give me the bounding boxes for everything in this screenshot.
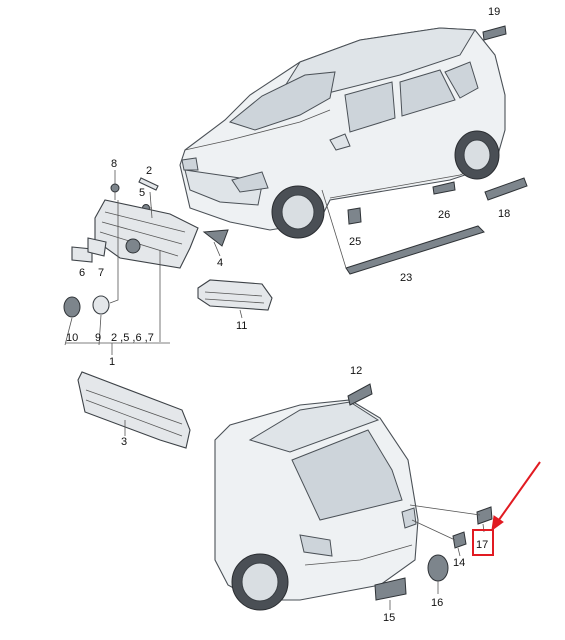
highlight-arrow [491,461,541,532]
part-17-lettering [476,506,493,525]
callout-26: 26 [438,209,450,221]
callout-7: 7 [98,267,104,279]
callout-17: 17 [476,539,488,551]
part-18-trim [484,177,528,201]
part-12-badge [347,383,373,406]
callout-18: 18 [498,208,510,220]
part-1-radiator-grille [94,199,199,269]
callout-9: 9 [95,332,101,344]
part-9-emblem [92,295,110,315]
part-8-screw [110,170,120,200]
part-6-cap [71,246,93,263]
part-2-trim-strip [138,177,159,191]
callout-15: 15 [383,612,395,624]
part-7-cap [87,237,107,257]
callout-14: 14 [453,557,465,569]
callout-23: 23 [400,272,412,284]
callout-2567: 2 ,5 ,6 ,7 [111,332,154,344]
part-19-badge [482,25,507,41]
callout-3: 3 [121,436,127,448]
part-25-plate [347,207,362,225]
callout-11: 11 [236,320,247,332]
part-14-lettering [452,531,467,549]
callout-6: 6 [79,267,85,279]
callout-4: 4 [217,257,223,269]
part-26-plate [432,181,456,195]
callout-1: 1 [109,356,115,368]
callout-2: 2 [146,165,152,177]
part-10-emblem [63,296,81,318]
part-23-sill-trim [321,189,485,275]
highlight-box [472,529,494,556]
callout-25: 25 [349,236,361,248]
callout-8: 8 [111,158,117,170]
callout-12: 12 [350,365,362,377]
part-15-plate [374,577,407,601]
callout-19: 19 [488,6,500,18]
car-front-view [179,27,506,239]
callout-16: 16 [431,597,443,609]
part-11-fog-grille [197,279,273,311]
part-4-cover [202,229,229,247]
callout-5: 5 [139,187,145,199]
part-16-emblem [427,554,449,582]
callout-10: 10 [66,332,78,344]
car-rear-view [214,399,419,611]
part-3-lower-grille [77,371,191,449]
